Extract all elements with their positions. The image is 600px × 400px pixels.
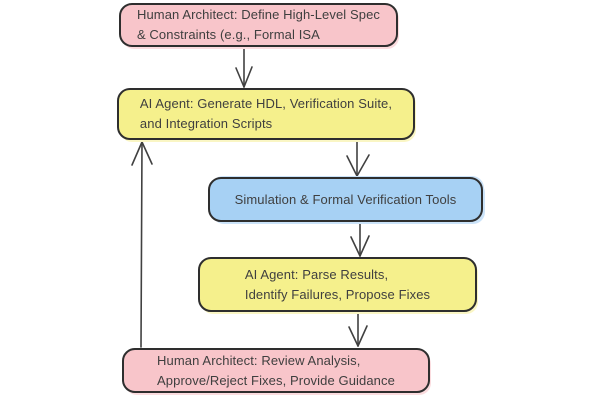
node-simulation-tools: Simulation & Formal Verification Tools [208,177,483,222]
node-parse-results-label: AI Agent: Parse Results, Identify Failur… [245,265,430,305]
node-text-line: Human Architect: Review Analysis, [157,352,361,368]
edge-simulation-to-parse [350,221,370,257]
edge-parse-to-review [348,312,368,347]
node-review-analysis: Human Architect: Review Analysis, Approv… [122,348,430,393]
node-text-line: Human Architect: Define High-Level Spec [136,7,381,22]
node-text-line: & Constraints (e.g., Formal ISA [136,27,320,42]
node-define-spec: Human Architect: Define High-Level Spec … [119,3,398,47]
node-text-line: AI Agent: Generate HDL, Verification Sui… [139,96,393,111]
node-generate-hdl-label: AI Agent: Generate HDL, Verification Sui… [140,94,392,134]
node-text-line: AI Agent: Parse Results, [244,266,389,282]
node-review-analysis-label: Human Architect: Review Analysis, Approv… [157,351,395,391]
node-text-line: Approve/Reject Fixes, Provide Guidance [157,372,395,388]
edge-review-to-generate-feedback [131,141,153,348]
node-text-line: Simulation & Formal Verification Tools [234,191,457,207]
node-define-spec-label: Human Architect: Define High-Level Spec … [137,5,380,45]
node-text-line: and Integration Scripts [139,116,273,131]
node-generate-hdl: AI Agent: Generate HDL, Verification Sui… [117,88,415,140]
node-parse-results: AI Agent: Parse Results, Identify Failur… [198,257,477,312]
edge-generate-to-simulation [346,140,370,177]
edge-define-to-generate [235,46,253,88]
node-text-line: Identify Failures, Propose Fixes [244,286,431,302]
node-simulation-tools-label: Simulation & Formal Verification Tools [235,190,457,210]
